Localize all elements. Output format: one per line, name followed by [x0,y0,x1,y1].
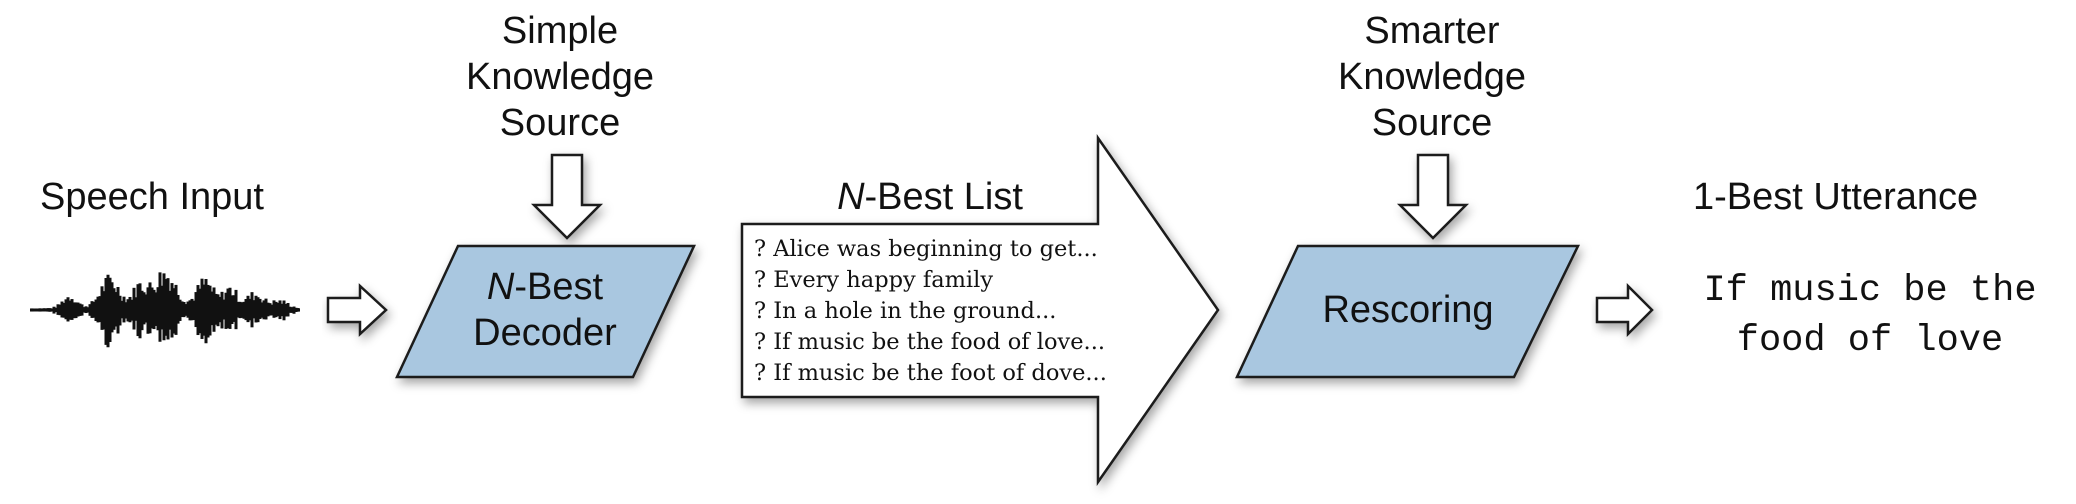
smarter-source-line: Knowledge [1337,56,1527,98]
simple-source-line: Source [499,102,621,144]
smarter-knowledge-source-label: Smarter Knowledge Source [1312,8,1552,146]
speech-input-label: Speech Input [40,176,264,218]
nbest-list: ? Alice was beginning to get... ? Every … [754,234,1107,389]
simple-source-line: Simple [501,10,619,52]
smarter-source-line: Source [1371,102,1493,144]
list-item: ? If music be the food of love... [754,329,1106,355]
rescoring-box [1235,244,1581,379]
decoder-line2: Decoder [473,312,617,354]
arrow-right-icon [1595,282,1654,338]
arrow-down-icon [1396,153,1470,240]
nbest-list-title: N-Best List [780,174,1080,220]
output-utterance: If music be the food of love [1670,266,2070,366]
nbest-arrow [740,134,1220,486]
nbest-title-rest: -Best List [864,176,1023,218]
simple-source-line: Knowledge [465,56,655,98]
one-best-utterance-label: 1-Best Utterance [1693,176,1979,218]
waveform-icon [30,272,300,348]
smarter-source-line: Smarter [1364,10,1500,52]
rescoring-label: Rescoring [1322,289,1494,331]
utterance-line: food of love [1736,320,2004,362]
arrow-down-icon [530,153,604,240]
utterance-line: If music be the [1703,270,2037,312]
list-item: ? Every happy family [754,267,994,293]
decoder-line1: -Best [514,266,604,308]
list-item: ? Alice was beginning to get... [754,236,1098,262]
decoder-italic-n: N [486,266,515,308]
arrow-right-icon [326,283,388,337]
list-item: ? If music be the foot of dove... [754,360,1107,386]
decoder-label: N-Best Decoder [425,264,665,356]
decoder-box [395,244,696,379]
simple-knowledge-source-label: Simple Knowledge Source [440,8,680,146]
list-item: ? In a hole in the ground... [754,298,1057,324]
nbest-title-italic-n: N [837,176,865,218]
